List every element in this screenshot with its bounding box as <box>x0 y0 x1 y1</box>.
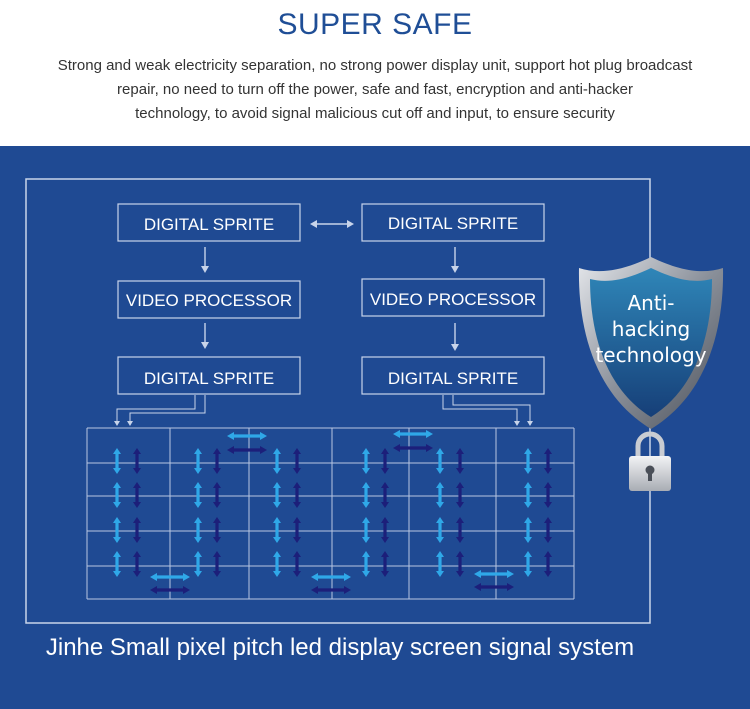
page-title: SUPER SAFE <box>277 8 473 41</box>
right-video-processor: VIDEO PROCESSOR <box>361 278 545 317</box>
led-cabinet-grid <box>86 427 575 600</box>
v-arrow-0-3 <box>113 551 121 577</box>
right-box-label-1: DIGITAL SPRITE <box>388 214 518 233</box>
v-arrow-10-2 <box>524 517 532 543</box>
h-arrow-top-1a <box>227 432 267 440</box>
v-arrow-3-0 <box>213 448 221 474</box>
right-digital-sprite-top: DIGITAL SPRITE <box>361 203 545 242</box>
v-arrow-3-1 <box>213 482 221 508</box>
v-arrow-7-1 <box>381 482 389 508</box>
h-arrow-top-1b <box>227 446 267 454</box>
left-box-label-3: DIGITAL SPRITE <box>144 369 274 388</box>
diagram-caption: Jinhe Small pixel pitch led display scre… <box>45 634 635 661</box>
left-digital-sprite-bottom: DIGITAL SPRITE <box>117 356 301 395</box>
left-box-label-2: VIDEO PROCESSOR <box>126 291 292 310</box>
v-arrow-6-3 <box>362 551 370 577</box>
v-arrow-9-0 <box>456 448 464 474</box>
v-arrow-5-3 <box>293 551 301 577</box>
shield-text-1: Anti- <box>628 291 675 315</box>
shield-text-3: technology <box>595 343 706 367</box>
v-arrow-8-3 <box>436 551 444 577</box>
h-arrow-bot-3a <box>474 570 514 578</box>
v-arrow-2-0 <box>194 448 202 474</box>
description-line-1: Strong and weak electricity separation, … <box>57 57 693 74</box>
h-arrow-bot-2a <box>311 573 351 581</box>
left-digital-sprite-top: DIGITAL SPRITE <box>117 203 301 242</box>
v-arrow-0-2 <box>113 517 121 543</box>
v-arrow-1-0 <box>133 448 141 474</box>
v-arrow-4-2 <box>273 517 281 543</box>
v-arrow-6-2 <box>362 517 370 543</box>
right-box-label-3: DIGITAL SPRITE <box>388 369 518 388</box>
v-arrow-3-3 <box>213 551 221 577</box>
fanout-wires <box>116 395 531 422</box>
v-arrow-9-3 <box>456 551 464 577</box>
v-arrow-10-3 <box>524 551 532 577</box>
v-arrow-2-2 <box>194 517 202 543</box>
padlock-icon <box>629 431 671 491</box>
v-arrow-11-2 <box>544 517 552 543</box>
v-arrow-8-1 <box>436 482 444 508</box>
v-arrow-1-1 <box>133 482 141 508</box>
page-description: Strong and weak electricity separation, … <box>30 54 720 126</box>
connector-arrows <box>201 220 459 351</box>
v-arrow-0-0 <box>113 448 121 474</box>
shield-text-2: hacking <box>612 317 690 341</box>
v-arrow-9-2 <box>456 517 464 543</box>
v-arrow-4-0 <box>273 448 281 474</box>
description-line-3: technology, to avoid signal malicious cu… <box>135 105 615 122</box>
v-arrow-0-1 <box>113 482 121 508</box>
v-arrow-6-0 <box>362 448 370 474</box>
v-arrow-5-0 <box>293 448 301 474</box>
v-arrow-10-1 <box>524 482 532 508</box>
signal-arrows <box>113 430 552 594</box>
v-arrow-2-3 <box>194 551 202 577</box>
v-arrow-7-2 <box>381 517 389 543</box>
v-arrow-7-3 <box>381 551 389 577</box>
description-line-2: repair, no need to turn off the power, s… <box>117 81 633 98</box>
h-arrow-bot-2b <box>311 586 351 594</box>
left-box-label-1: DIGITAL SPRITE <box>144 215 274 234</box>
v-arrow-7-0 <box>381 448 389 474</box>
v-arrow-1-3 <box>133 551 141 577</box>
v-arrow-11-0 <box>544 448 552 474</box>
shield-icon: Anti- hacking technology <box>578 257 724 429</box>
v-arrow-11-3 <box>544 551 552 577</box>
h-arrow-bot-1b <box>150 586 190 594</box>
right-box-label-2: VIDEO PROCESSOR <box>370 290 536 309</box>
h-arrow-bot-3b <box>474 583 514 591</box>
v-arrow-2-1 <box>194 482 202 508</box>
h-arrow-top-2a <box>393 430 433 438</box>
v-arrow-11-1 <box>544 482 552 508</box>
v-arrow-1-2 <box>133 517 141 543</box>
v-arrow-5-2 <box>293 517 301 543</box>
v-arrow-3-2 <box>213 517 221 543</box>
v-arrow-4-1 <box>273 482 281 508</box>
left-video-processor: VIDEO PROCESSOR <box>117 280 301 319</box>
v-arrow-4-3 <box>273 551 281 577</box>
v-arrow-8-0 <box>436 448 444 474</box>
v-arrow-10-0 <box>524 448 532 474</box>
right-digital-sprite-bottom: DIGITAL SPRITE <box>361 356 545 395</box>
v-arrow-6-1 <box>362 482 370 508</box>
h-arrow-top-2b <box>393 444 433 452</box>
v-arrow-5-1 <box>293 482 301 508</box>
h-arrow-bot-1a <box>150 573 190 581</box>
header: SUPER SAFE Strong and weak electricity s… <box>0 0 750 146</box>
fanout-arrowheads <box>114 421 533 426</box>
v-arrow-8-2 <box>436 517 444 543</box>
v-arrow-9-1 <box>456 482 464 508</box>
